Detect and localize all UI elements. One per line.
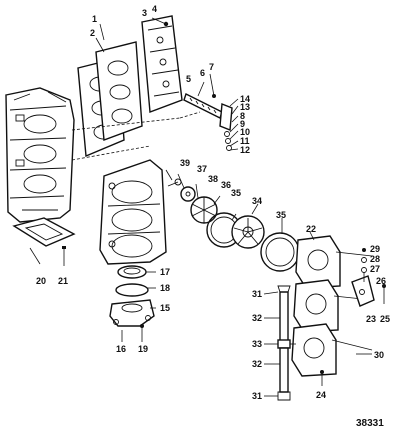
callout-36: 36 <box>221 180 231 190</box>
carburetor-top <box>295 235 373 289</box>
exhaust-divider-plate <box>95 41 143 141</box>
callout-29: 29 <box>370 244 380 254</box>
callout-14: 14 <box>240 94 250 104</box>
base-gasket <box>12 217 76 265</box>
oil-seal <box>117 265 147 279</box>
callout-7: 7 <box>209 62 214 72</box>
callout-24: 24 <box>316 390 326 400</box>
callout-31a: 31 <box>252 289 262 299</box>
callout-27: 27 <box>370 264 380 274</box>
callout-31b: 31 <box>252 391 262 401</box>
callout-6: 6 <box>200 68 205 78</box>
link-bracket <box>351 275 375 307</box>
callout-33: 33 <box>252 339 262 349</box>
carburetor-bottom <box>291 323 373 377</box>
callout-30: 30 <box>374 350 384 360</box>
callout-15: 15 <box>160 303 170 313</box>
callout-23: 23 <box>366 314 376 324</box>
callout-32b: 32 <box>252 359 262 369</box>
callout-34: 34 <box>252 196 262 206</box>
callout-32a: 32 <box>252 313 262 323</box>
callout-5: 5 <box>186 74 191 84</box>
callout-39: 39 <box>180 158 190 168</box>
callout-26: 26 <box>376 276 386 286</box>
small-hardware <box>361 248 367 282</box>
callout-13: 13 <box>240 102 250 112</box>
callout-3: 3 <box>142 8 147 18</box>
callout-16: 16 <box>116 344 126 354</box>
callout-25: 25 <box>380 314 390 324</box>
callout-4: 4 <box>152 4 157 14</box>
cylinder-block <box>5 87 75 223</box>
fuel-hose-lower <box>277 347 291 401</box>
callout-35: 35 <box>231 188 241 198</box>
screw-25 <box>382 284 386 304</box>
fuel-hose-upper <box>277 285 291 345</box>
poppet-valve-assembly <box>183 93 233 151</box>
crankcase <box>99 159 167 265</box>
reed-block <box>231 215 265 249</box>
reed-housing-gasket <box>260 232 300 272</box>
callout-labels: 1 2 3 4 5 6 7 14 13 8 9 10 11 12 39 37 3… <box>36 4 390 401</box>
callout-9: 9 <box>240 119 245 129</box>
reed-stop-screw <box>167 178 182 187</box>
callout-37: 37 <box>197 164 207 174</box>
screw <box>151 17 169 27</box>
screw-7 <box>209 73 216 98</box>
callout-1: 1 <box>92 14 97 24</box>
callout-17: 17 <box>160 267 170 277</box>
callout-19: 19 <box>138 344 148 354</box>
callout-21: 21 <box>58 276 68 286</box>
callout-35b: 35 <box>276 210 286 220</box>
reed-petals <box>190 196 218 224</box>
callout-18: 18 <box>160 283 170 293</box>
callout-2: 2 <box>90 28 95 38</box>
callout-8: 8 <box>240 111 245 121</box>
callout-12: 12 <box>240 145 250 155</box>
exhaust-cover <box>141 15 183 113</box>
screw-24 <box>320 370 324 386</box>
callout-28: 28 <box>370 254 380 264</box>
callout-38: 38 <box>208 174 218 184</box>
screw-21 <box>62 246 66 266</box>
callout-11: 11 <box>240 136 250 146</box>
o-ring <box>115 283 149 297</box>
drawing-reference-number: 38331 <box>356 418 384 429</box>
callout-10: 10 <box>240 127 250 137</box>
end-cap <box>109 299 155 327</box>
callout-20: 20 <box>36 276 46 286</box>
dowel-and-screw <box>121 324 144 342</box>
carburetor-middle <box>293 279 373 333</box>
callout-22: 22 <box>306 224 316 234</box>
reed-stop <box>180 186 196 202</box>
